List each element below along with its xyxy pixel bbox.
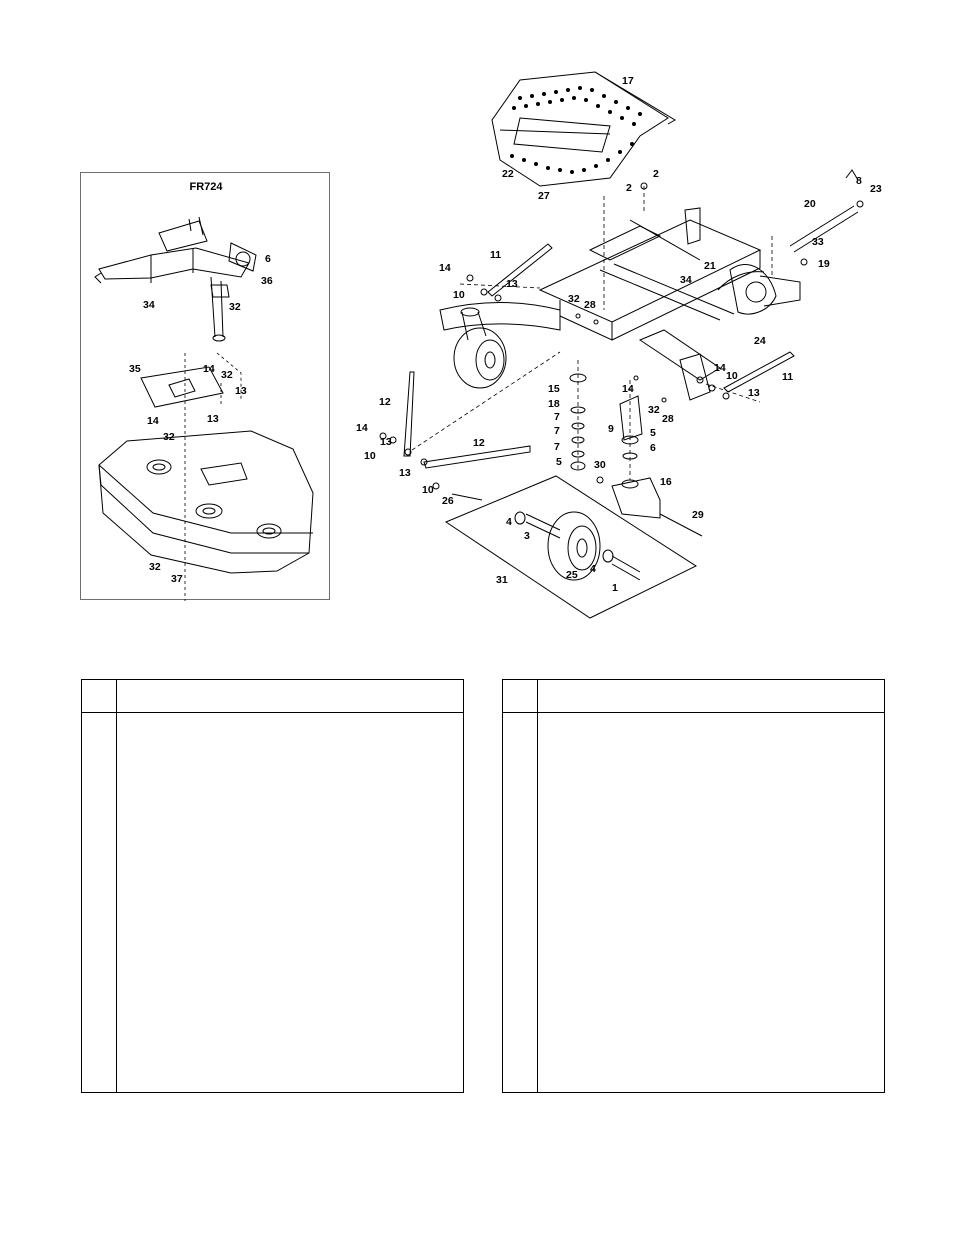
callout: 7: [554, 441, 560, 453]
table-column-divider: [537, 680, 538, 1092]
callout: 4: [590, 563, 596, 575]
callout: 21: [704, 260, 716, 272]
callout: 5: [650, 427, 656, 439]
callout: 7: [554, 411, 560, 423]
inset-callout: 14: [203, 363, 215, 375]
caster-fork-drawing: [611, 395, 703, 537]
inset-callout: 35: [129, 363, 141, 375]
inset-deck-drawing: [98, 430, 314, 574]
callout: 5: [556, 456, 562, 468]
callout: 29: [692, 509, 704, 521]
callout: 19: [818, 258, 830, 270]
callout: 15: [548, 383, 560, 395]
callout: 13: [506, 278, 518, 290]
callout: 26: [442, 495, 454, 507]
parts-table-left: [81, 679, 464, 1093]
callout: 10: [453, 289, 465, 301]
callout: 4: [506, 516, 512, 528]
inset-leaders: [184, 352, 242, 601]
inset-callout: 32: [163, 431, 175, 443]
callout: 20: [804, 198, 816, 210]
inset-callout: 37: [171, 573, 183, 585]
callout: 12: [379, 396, 391, 408]
callout: 28: [662, 413, 674, 425]
callout: 13: [380, 436, 392, 448]
callout: 10: [364, 450, 376, 462]
inset-callout: 32: [221, 369, 233, 381]
callout: 23: [870, 183, 882, 195]
inset-callout: 13: [235, 385, 247, 397]
callout: 6: [650, 442, 656, 454]
parts-table-right: [502, 679, 885, 1093]
inset-drawing: [94, 216, 314, 601]
callout: 14: [356, 422, 368, 434]
hardware-drawing: [379, 182, 864, 490]
callout: 9: [608, 423, 614, 435]
callout: 24: [754, 335, 766, 347]
inset-callout: 32: [229, 301, 241, 313]
callout: 11: [782, 371, 794, 383]
callout: 14: [714, 362, 726, 374]
callout: 27: [538, 190, 550, 202]
arc-part-drawing: [717, 271, 765, 291]
foot-plate-drawing: [491, 71, 676, 187]
callout: 14: [439, 262, 451, 274]
inset-callout: 34: [143, 299, 155, 311]
callout: 32: [648, 404, 660, 416]
callout: 17: [622, 75, 634, 87]
callout: 22: [502, 168, 514, 180]
callout: 11: [490, 249, 502, 261]
inset-callout: 36: [261, 275, 273, 287]
inset-callout: 6: [265, 253, 271, 265]
callout: 34: [680, 274, 692, 286]
callout: 2: [626, 182, 632, 194]
callout: 32: [568, 293, 580, 305]
callout: 31: [496, 574, 508, 586]
callout: 10: [422, 484, 434, 496]
parts-table-header: [82, 680, 463, 713]
main-exploded-drawing: [379, 71, 864, 619]
callout: 14: [622, 383, 634, 395]
callout: 13: [399, 467, 411, 479]
inset-callout: 13: [207, 413, 219, 425]
callout: 28: [584, 299, 596, 311]
wheel-assembly-drawing: [444, 475, 698, 619]
callout: 33: [812, 236, 824, 248]
table-column-divider: [116, 680, 117, 1092]
callout: 10: [726, 370, 738, 382]
callout: 16: [660, 476, 672, 488]
callout: 7: [554, 425, 560, 437]
inset-deck-view: FR724: [80, 172, 330, 601]
main-frame-drawing: [439, 207, 801, 401]
callout: 25: [566, 569, 578, 581]
callout: 18: [548, 398, 560, 410]
inset-frame-drawing: [94, 216, 257, 342]
callout: 1: [612, 582, 618, 594]
callout: 2: [653, 168, 659, 180]
inset-callout: 32: [149, 561, 161, 573]
callout: 13: [748, 387, 760, 399]
chain-drawing: [789, 169, 859, 253]
callout: 3: [524, 530, 530, 542]
callout: 8: [856, 175, 862, 187]
inset-title: FR724: [189, 181, 223, 193]
inset-plate-drawing: [140, 366, 224, 408]
callout: 12: [473, 437, 485, 449]
caster-wheel-left-drawing: [453, 307, 507, 389]
callout: 30: [594, 459, 606, 471]
inset-callout: 14: [147, 415, 159, 427]
parts-table-header: [503, 680, 884, 713]
